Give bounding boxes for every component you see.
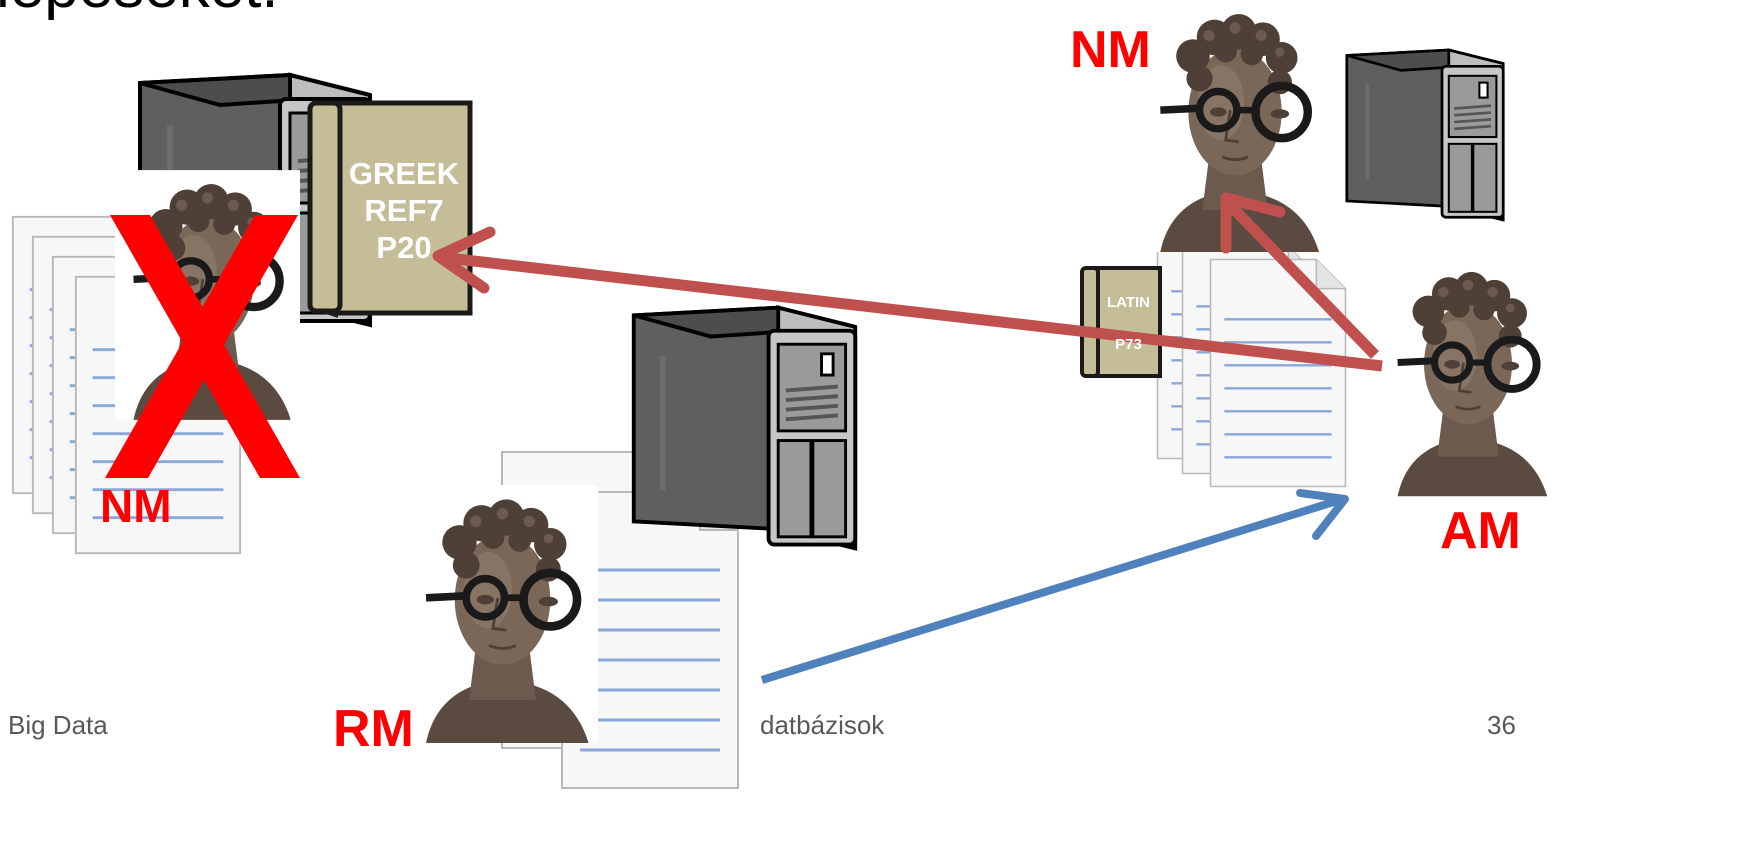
rm-statue-bust-icon (407, 485, 598, 743)
am-label: AM (1440, 502, 1521, 560)
latin-book-line-2: P73 (1115, 336, 1142, 353)
greek-book-icon (307, 100, 473, 318)
nm-top-right-label: NM (1070, 21, 1151, 79)
greek-book-line-2: REF7 (364, 193, 444, 228)
blue-arrow-rm-to-am (760, 489, 1349, 684)
greek-book-label: GREEK REF7 P20 (338, 155, 470, 266)
greek-book-line-1: GREEK (348, 156, 460, 191)
page-number: 36 (1487, 710, 1516, 740)
latin-book-icon (1080, 266, 1162, 378)
cross-mark-icon (105, 215, 300, 478)
right-server-icon (1347, 50, 1503, 220)
slide-heading-fragment: lépéseket. (0, 0, 279, 18)
rm-label: RM (333, 700, 414, 758)
red-arrow-am-to-nm (1220, 192, 1379, 359)
footer-center: datbázisok (760, 710, 885, 740)
latin-book-line-1: LATIN (1106, 294, 1151, 311)
latin-book-label: LATIN P73 (1097, 293, 1160, 355)
footer-left: Big Data (8, 710, 108, 740)
am-statue-bust-icon (1380, 259, 1556, 497)
middle-server-icon (634, 308, 855, 549)
greek-book-line-3: P20 (376, 230, 432, 265)
nm-bottom-left-label: NM (100, 480, 172, 532)
red-arrow-am-to-greek-book (432, 226, 1383, 372)
